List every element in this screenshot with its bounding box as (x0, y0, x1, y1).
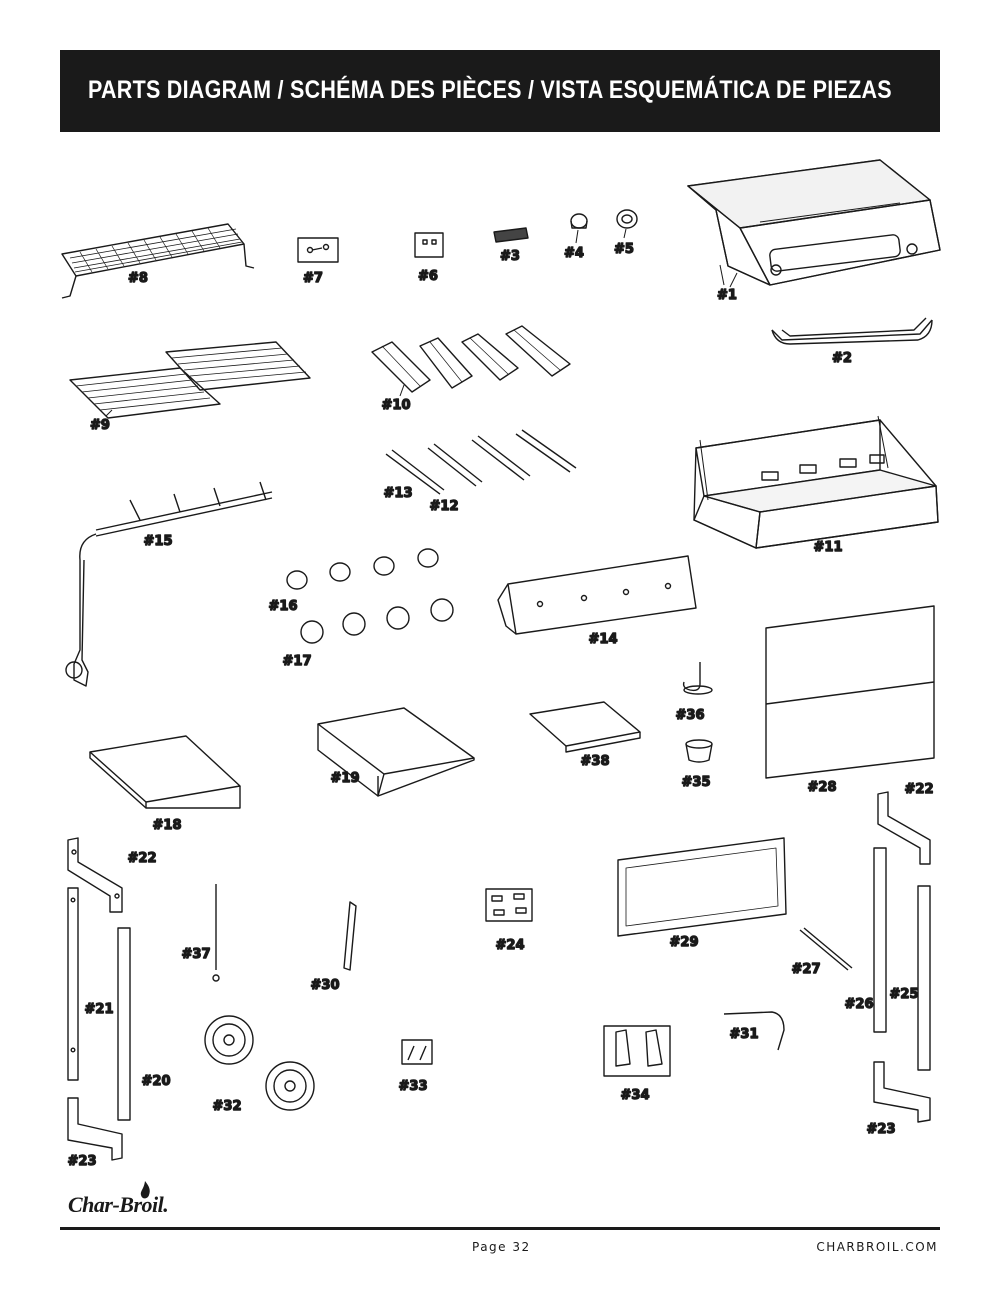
part-35-grease-cup (685, 739, 713, 763)
label-part-33: #33 (399, 1079, 428, 1094)
page-title: PARTS DIAGRAM / SCHÉMA DES PIÈCES / VIST… (88, 76, 892, 104)
label-part-24: #24 (496, 938, 525, 953)
label-part-17: #17 (283, 654, 312, 669)
label-part-10: #10 (382, 398, 411, 413)
part-29-back-panel (617, 837, 787, 937)
part-16-knobs (286, 548, 439, 590)
part-25-leg (917, 885, 931, 1071)
label-part-7: #7 (303, 271, 323, 286)
label-part-37: #37 (182, 947, 211, 962)
label-part-18: #18 (153, 818, 182, 833)
part-22-bracket-right (877, 791, 931, 865)
label-part-23-right: #23 (867, 1122, 896, 1137)
label-part-3: #3 (500, 249, 520, 264)
part-23-base-left (67, 1097, 123, 1161)
footer-rule (60, 1227, 940, 1230)
part-26-leg (873, 847, 887, 1033)
brand-logo: Char-Broil. (68, 1192, 169, 1217)
part-9-cooking-grates (69, 341, 311, 419)
label-part-16: #16 (269, 599, 298, 614)
label-part-30: #30 (311, 978, 340, 993)
flame-icon (140, 1181, 150, 1199)
label-part-31: #31 (730, 1027, 759, 1042)
header-bar: PARTS DIAGRAM / SCHÉMA DES PIÈCES / VIST… (60, 50, 940, 132)
part-4-thermometer (570, 213, 588, 229)
part-11-firebox (693, 415, 939, 549)
part-1-lid (687, 159, 941, 286)
label-part-23-left: #23 (68, 1154, 97, 1169)
label-part-4: #4 (564, 246, 584, 261)
label-part-21: #21 (85, 1002, 114, 1017)
label-part-22-left: #22 (128, 851, 157, 866)
label-part-13: #13 (384, 486, 413, 501)
label-part-25: #25 (890, 987, 919, 1002)
label-part-27: #27 (792, 962, 821, 977)
label-part-38: #38 (581, 754, 610, 769)
label-part-19: #19 (331, 771, 360, 786)
part-3-bracket (493, 227, 529, 243)
label-part-2: #2 (832, 351, 852, 366)
site-url: CHARBROIL.COM (816, 1240, 938, 1254)
label-part-9: #9 (90, 418, 110, 433)
part-22-bracket-left (67, 837, 123, 913)
part-28-door (765, 605, 935, 779)
part-6-hardware (414, 232, 444, 258)
label-part-34: #34 (621, 1088, 650, 1103)
label-part-8: #8 (128, 271, 148, 286)
part-27-rod (799, 927, 853, 971)
label-part-22-right: #22 (905, 782, 934, 797)
part-7-hardware (297, 237, 339, 263)
part-17-bezels (300, 598, 454, 644)
part-36-hook (682, 662, 713, 695)
label-part-20: #20 (142, 1074, 171, 1089)
part-32-wheels (204, 1015, 315, 1111)
part-14-control-panel (497, 555, 697, 635)
label-part-29: #29 (670, 935, 699, 950)
part-23-base-right (873, 1061, 931, 1123)
label-part-14: #14 (589, 632, 618, 647)
part-30-rod (343, 901, 357, 971)
part-19-side-shelf (317, 707, 475, 797)
part-10-heat-tents (371, 325, 571, 393)
label-part-36: #36 (676, 708, 705, 723)
label-part-6: #6 (418, 269, 438, 284)
part-24-hardware (485, 888, 533, 922)
part-37-ignition-wire (212, 884, 220, 982)
part-2-handle (771, 317, 933, 345)
part-8-warming-rack (61, 223, 255, 299)
label-part-1: #1 (717, 288, 737, 303)
label-part-5: #5 (614, 242, 634, 257)
label-part-28: #28 (808, 780, 837, 795)
part-20-leg (117, 927, 131, 1121)
part-21-leg (67, 887, 79, 1081)
label-part-32: #32 (213, 1099, 242, 1114)
label-part-35: #35 (682, 775, 711, 790)
part-33-bolts (401, 1039, 433, 1065)
label-part-11: #11 (814, 540, 843, 555)
part-18-side-shelf (89, 735, 241, 809)
part-38-grease-tray (529, 701, 641, 753)
part-5-bezel (616, 209, 638, 229)
part-34-brackets (603, 1025, 671, 1077)
part-15-manifold (65, 481, 273, 687)
part-31-wire (723, 1011, 785, 1051)
label-part-15: #15 (144, 534, 173, 549)
label-part-26: #26 (845, 997, 874, 1012)
part-13-burners (385, 429, 577, 495)
label-part-12: #12 (430, 499, 459, 514)
page-number: Page 32 (472, 1240, 531, 1254)
